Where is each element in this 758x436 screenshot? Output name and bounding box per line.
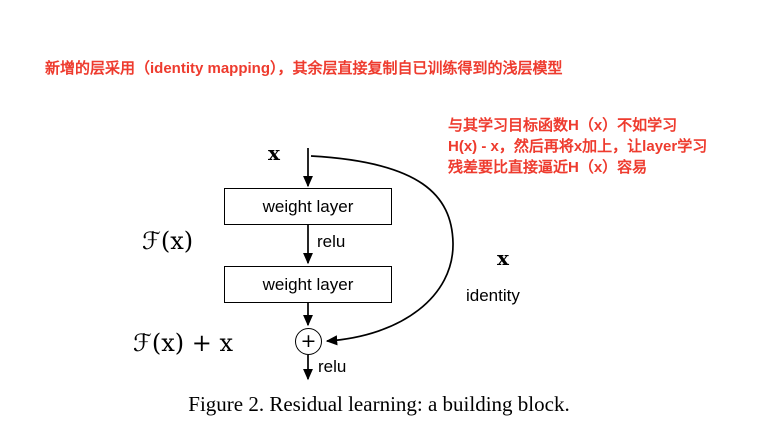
right-annotation-line-1: 与其学习目标函数H（x）不如学习 [448,117,678,134]
figure-caption: Figure 2. Residual learning: a building … [188,392,570,416]
identity-label: identity [466,286,520,305]
weight-layer-2-label: weight layer [262,274,354,294]
residual-function-label: ℱ(x) [142,227,194,255]
right-annotation-line-3: 残差要比直接逼近H（x）容易 [448,159,648,176]
output-label: ℱ(x) + x [133,329,234,357]
sum-node: + [295,328,322,355]
right-annotation: 与其学习目标函数H（x）不如学习 H(x) - x，然后再将x加上，让layer… [448,115,707,178]
relu-bottom-label: relu [318,357,347,376]
weight-layer-1-label: weight layer [262,196,354,216]
top-annotation: 新增的层采用（identity mapping），其余层直接复制自已训练得到的浅… [45,60,563,77]
identity-x-label: x [497,246,509,270]
relu-middle-label: relu [317,232,346,251]
plus-icon: + [300,330,317,352]
input-x-label: x [268,141,280,165]
right-annotation-line-2: H(x) - x，然后再将x加上，让layer学习 [448,138,708,155]
weight-layer-2-box: weight layer [224,266,392,303]
weight-layer-1-box: weight layer [224,188,392,225]
identity-shortcut-curve [310,155,454,346]
